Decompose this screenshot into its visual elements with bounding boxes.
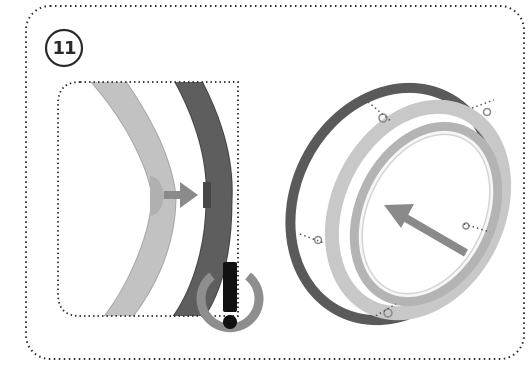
ring-tab-left [313, 235, 323, 245]
ring-assembly [285, 82, 512, 326]
arrow-insert-icon [384, 204, 469, 257]
step-badge-circle [44, 28, 84, 68]
arrow-right-icon [164, 182, 198, 208]
light-ring-rim [324, 99, 512, 321]
light-ring-tab [150, 176, 164, 216]
ring-tab-right [482, 107, 492, 117]
dark-ring-segment [160, 82, 233, 316]
step-number: 11 [52, 37, 76, 59]
dotted-frame [25, 5, 525, 360]
warning-exclamation-icon [196, 262, 264, 333]
detail-inset [57, 81, 239, 317]
light-ring-segment [78, 82, 177, 316]
detail-inset-border [57, 81, 239, 317]
dark-ring-notch [203, 182, 211, 208]
alignment-guides [299, 99, 495, 319]
